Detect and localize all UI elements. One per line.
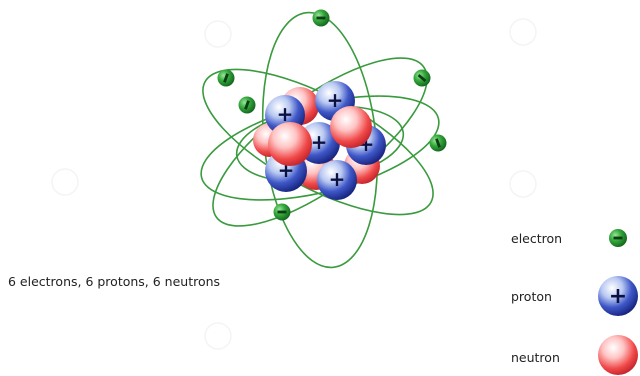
legend-electron-icon bbox=[609, 229, 627, 247]
legend-neutron-icon bbox=[598, 335, 638, 375]
particle-count-caption: 6 electrons, 6 protons, 6 neutrons bbox=[8, 274, 220, 289]
svg-text:+: + bbox=[609, 284, 627, 309]
electron bbox=[414, 70, 431, 87]
electron bbox=[239, 97, 256, 114]
electron bbox=[313, 10, 330, 27]
neutron bbox=[330, 106, 372, 148]
legend-proton-label: proton bbox=[511, 289, 552, 304]
svg-text:+: + bbox=[329, 167, 346, 191]
electron bbox=[430, 135, 447, 152]
neutron bbox=[268, 122, 312, 166]
electron bbox=[218, 70, 235, 87]
nucleus: + + + + + + bbox=[253, 81, 386, 200]
legend-proton-icon: + bbox=[598, 276, 638, 316]
legend-electron-label: electron bbox=[511, 231, 562, 246]
svg-text:+: + bbox=[327, 88, 344, 112]
svg-text:+: + bbox=[311, 130, 328, 154]
electron bbox=[274, 204, 291, 221]
legend-neutron-label: neutron bbox=[511, 350, 560, 365]
